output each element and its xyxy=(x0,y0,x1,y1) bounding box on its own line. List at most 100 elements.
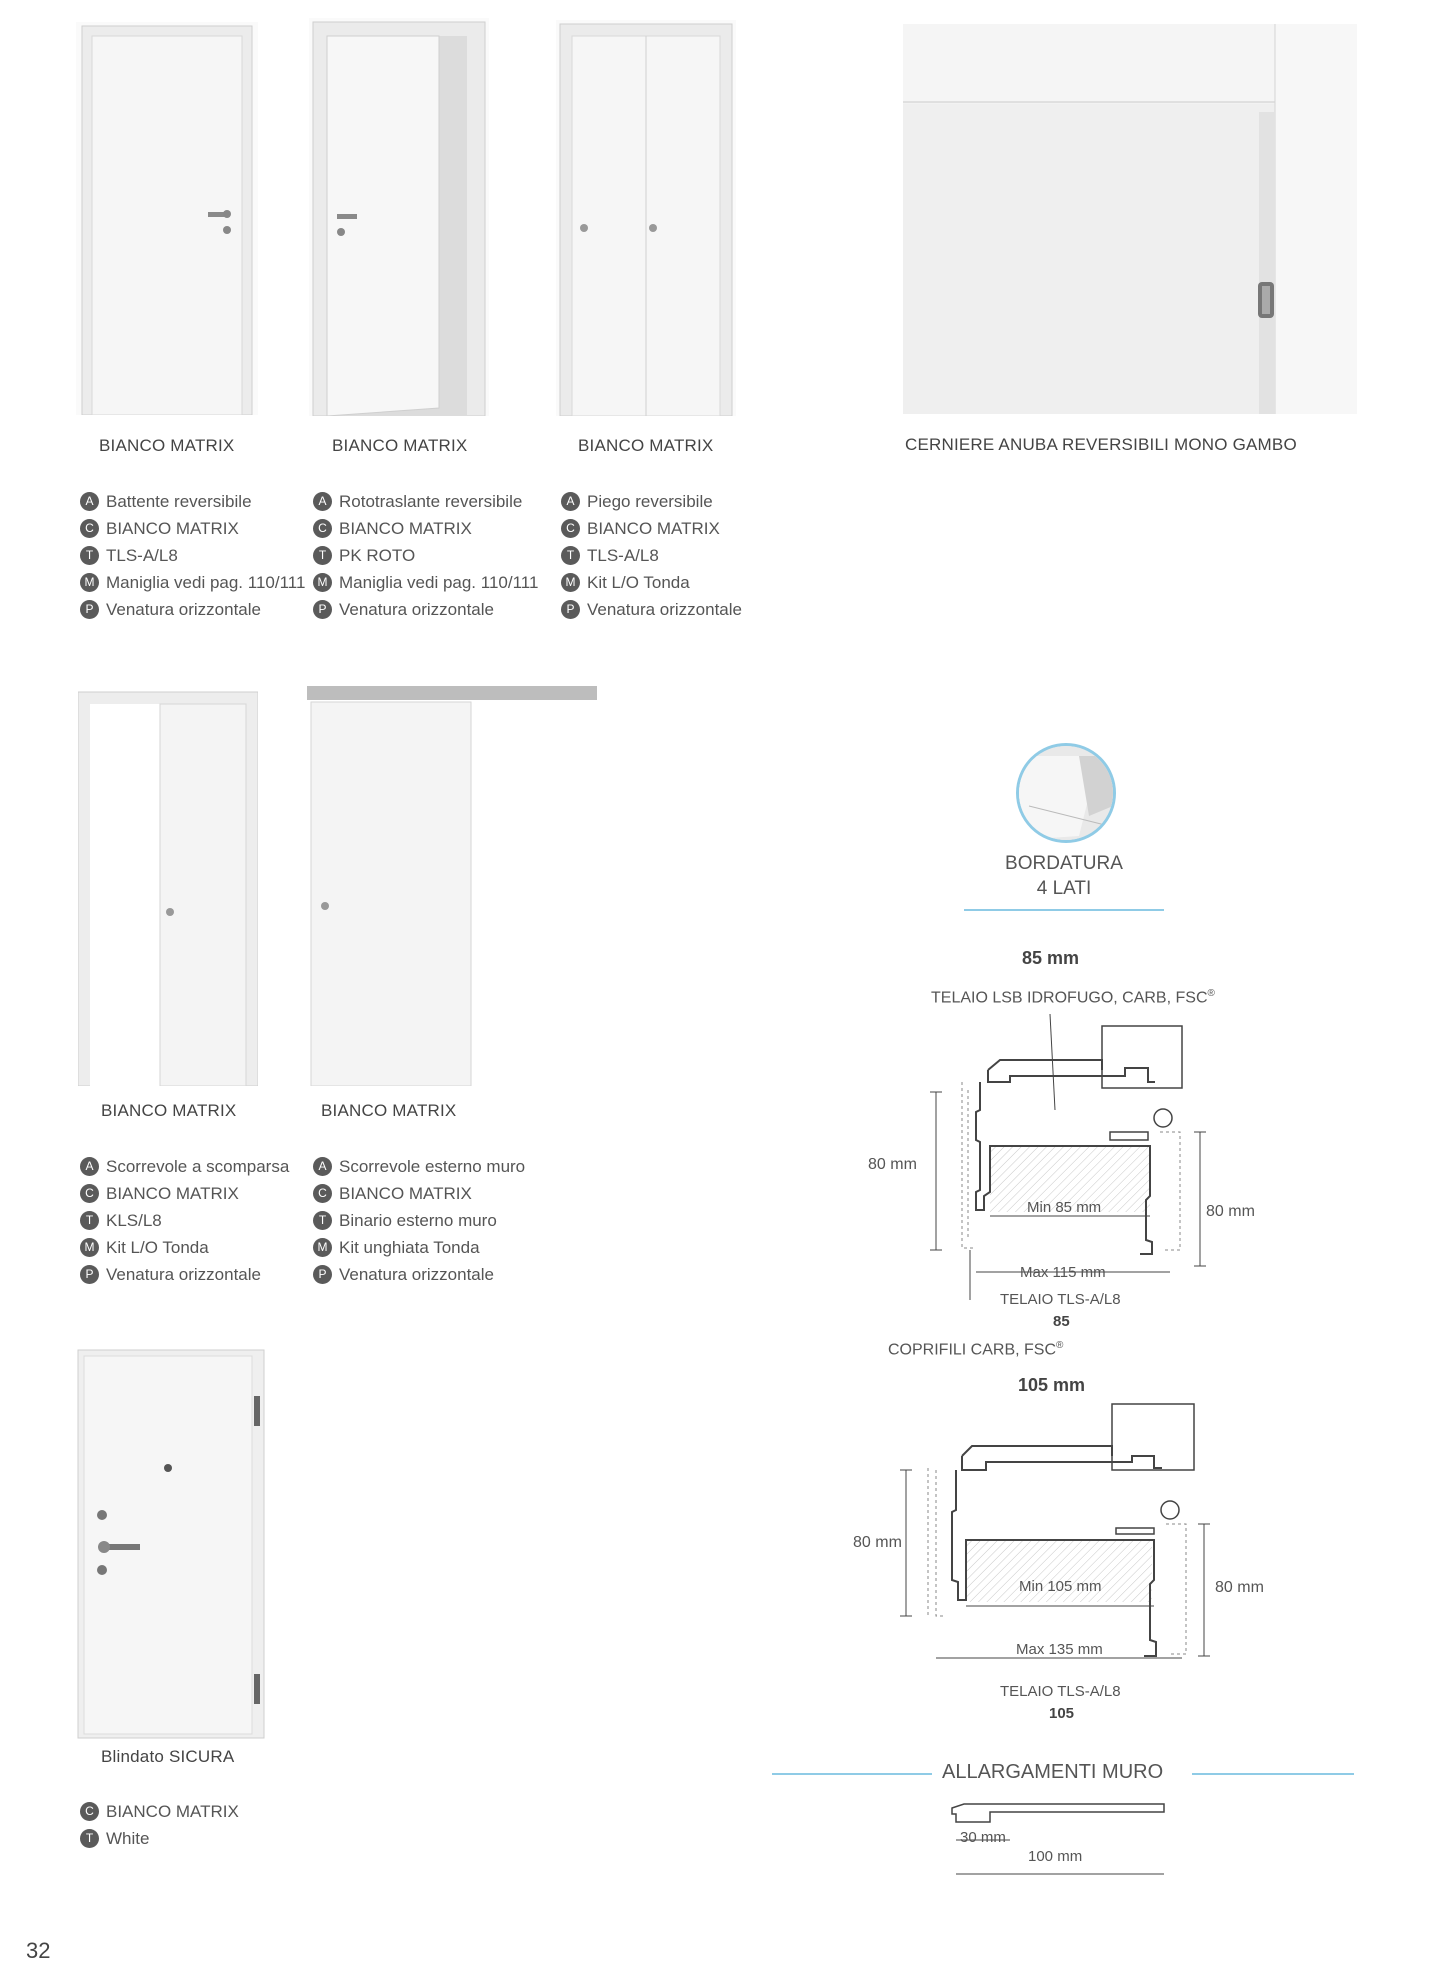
spec-text: BIANCO MATRIX xyxy=(587,519,720,538)
allargamenti-dim1: 30 mm xyxy=(960,1829,1006,1846)
spec-item: C BIANCO MATRIX xyxy=(80,515,305,542)
badge-p-icon: P xyxy=(80,600,99,619)
dim-min-105: Min 105 mm xyxy=(1019,1578,1102,1595)
bordatura-underline xyxy=(964,909,1164,911)
spec-text: Venatura orizzontale xyxy=(587,600,742,619)
badge-t-icon: T xyxy=(561,546,580,565)
dim-left-85: 80 mm xyxy=(868,1156,917,1173)
spec-text: Battente reversibile xyxy=(106,492,252,511)
badge-c-icon: C xyxy=(80,1184,99,1203)
spec-item: T White xyxy=(80,1825,239,1852)
badge-t-icon: T xyxy=(80,1829,99,1848)
dim-right-105: 80 mm xyxy=(1215,1579,1264,1596)
badge-a-icon: A xyxy=(313,1157,332,1176)
spec-text: Venatura orizzontale xyxy=(106,600,261,619)
spec-item: P Venatura orizzontale xyxy=(80,1261,289,1288)
door-caption: BIANCO MATRIX xyxy=(99,436,235,455)
badge-p-icon: P xyxy=(313,600,332,619)
dim-right-85: 80 mm xyxy=(1206,1203,1255,1220)
spec-item: T Binario esterno muro xyxy=(313,1207,525,1234)
spec-item: P Venatura orizzontale xyxy=(80,596,305,623)
telaio-lsb-label: TELAIO LSB IDROFUGO, CARB, FSC® xyxy=(931,988,1215,1007)
spec-text: PK ROTO xyxy=(339,546,416,565)
section-85-drawing xyxy=(930,1013,1206,1300)
spec-text: BIANCO MATRIX xyxy=(339,1184,472,1203)
allargamenti-line-right xyxy=(1192,1773,1354,1775)
badge-a-icon: A xyxy=(313,492,332,511)
door-caption: Blindato SICURA xyxy=(101,1747,235,1766)
badge-c-icon: C xyxy=(80,519,99,538)
spec-text: BIANCO MATRIX xyxy=(106,519,239,538)
bordatura-line2: 4 LATI xyxy=(1036,878,1092,899)
spec-list: A Scorrevole a scomparsa C BIANCO MATRIX T… xyxy=(80,1153,289,1288)
door-caption: BIANCO MATRIX xyxy=(101,1101,237,1120)
badge-p-icon: P xyxy=(561,600,580,619)
registered-mark: ® xyxy=(1207,988,1215,999)
spec-text: Scorrevole a scomparsa xyxy=(106,1157,290,1176)
spec-text: BIANCO MATRIX xyxy=(339,519,472,538)
section-105-drawing xyxy=(900,1403,1210,1659)
coprifili-label: COPRIFILI CARB, FSC® xyxy=(888,1340,1063,1359)
spec-text: Kit L/O Tonda xyxy=(106,1238,209,1257)
spec-item: C BIANCO MATRIX xyxy=(80,1180,289,1207)
badge-p-icon: P xyxy=(80,1265,99,1284)
bordatura-swatch xyxy=(1016,743,1116,843)
spec-item: T TLS-A/L8 xyxy=(80,542,305,569)
spec-item: M Kit L/O Tonda xyxy=(80,1234,289,1261)
door-caption: BIANCO MATRIX xyxy=(332,436,468,455)
bordatura-line1: BORDATURA xyxy=(1005,853,1123,874)
door-caption: BIANCO MATRIX xyxy=(578,436,714,455)
page-number: 32 xyxy=(26,1938,51,1963)
badge-t-icon: T xyxy=(80,1211,99,1230)
telaio-num-85: 85 xyxy=(1053,1313,1070,1330)
spec-text: BIANCO MATRIX xyxy=(106,1184,239,1203)
spec-item: M Kit L/O Tonda xyxy=(561,569,742,596)
allargamenti-dim2: 100 mm xyxy=(1028,1848,1083,1865)
badge-m-icon: M xyxy=(80,1238,99,1257)
coprifili-text: COPRIFILI CARB, FSC xyxy=(888,1341,1057,1359)
spec-item: A Scorrevole a scomparsa xyxy=(80,1153,289,1180)
spec-text: TLS-A/L8 xyxy=(106,546,178,565)
badge-m-icon: M xyxy=(561,573,580,592)
spec-item: C BIANCO MATRIX xyxy=(313,1180,525,1207)
badge-p-icon: P xyxy=(313,1265,332,1284)
telaio-num-105: 105 xyxy=(1049,1705,1075,1722)
door-photo-blindato xyxy=(76,1348,266,1740)
badge-t-icon: T xyxy=(80,546,99,565)
spec-text: Maniglia vedi pag. 110/111 xyxy=(106,573,306,592)
allargamenti-line-left xyxy=(772,1773,932,1775)
spec-text: White xyxy=(106,1829,150,1848)
spec-text: Binario esterno muro xyxy=(339,1211,497,1230)
spec-text: Venatura orizzontale xyxy=(339,1265,494,1284)
badge-a-icon: A xyxy=(80,1157,99,1176)
badge-m-icon: M xyxy=(313,573,332,592)
telaio-lsb-text: TELAIO LSB IDROFUGO, CARB, FSC xyxy=(931,989,1208,1007)
badge-a-icon: A xyxy=(561,492,580,511)
door-photo-rototraslante xyxy=(309,18,489,416)
badge-c-icon: C xyxy=(561,519,580,538)
spec-text: Venatura orizzontale xyxy=(106,1265,261,1284)
badge-t-icon: T xyxy=(313,1211,332,1230)
spec-text: Kit unghiata Tonda xyxy=(339,1238,480,1257)
badge-m-icon: M xyxy=(80,573,99,592)
badge-c-icon: C xyxy=(313,1184,332,1203)
registered-mark: ® xyxy=(1056,1340,1064,1351)
dim-max-105: Max 135 mm xyxy=(1016,1641,1103,1658)
spec-item: P Venatura orizzontale xyxy=(561,596,742,623)
spec-text: Kit L/O Tonda xyxy=(587,573,690,592)
section-85-title: 85 mm xyxy=(1022,948,1080,968)
spec-item: C BIANCO MATRIX xyxy=(561,515,742,542)
